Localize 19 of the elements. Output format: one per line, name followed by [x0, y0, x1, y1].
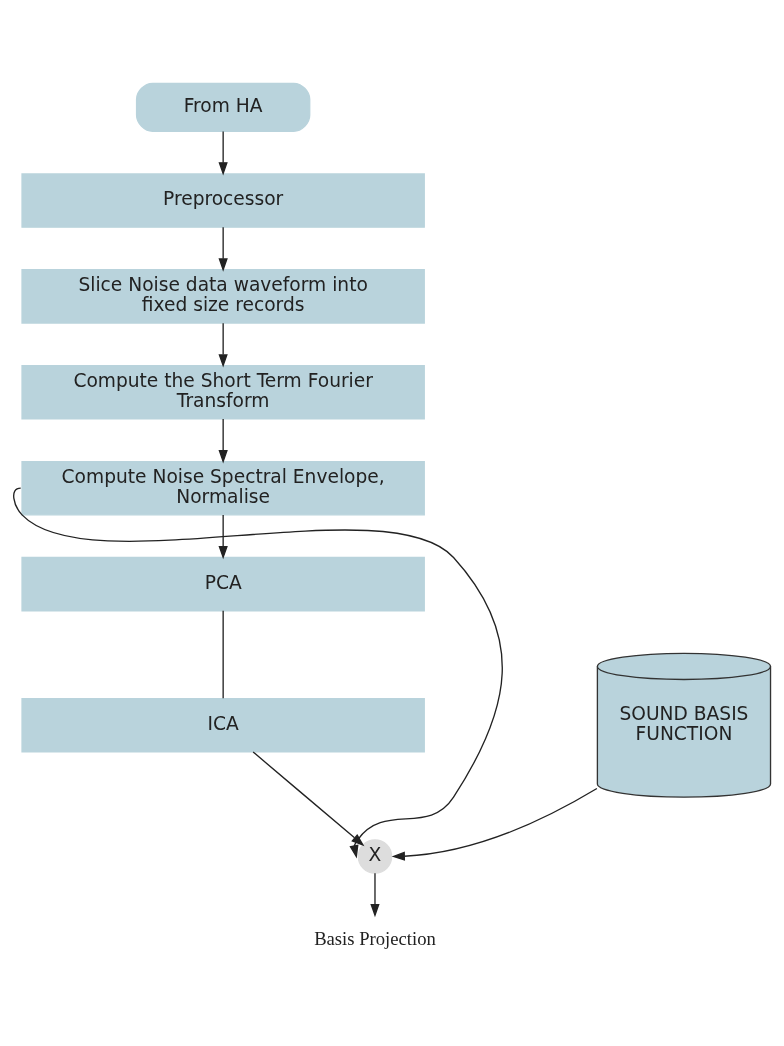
arrow: [370, 872, 380, 917]
arrow: [218, 417, 228, 463]
node-box: Compute Noise Spectral Envelope, Normalise: [21, 460, 425, 515]
arrow: [391, 787, 598, 861]
node-box: Preprocessor: [21, 172, 425, 228]
node-box: Compute the Short Term Fourier Transform: [21, 364, 425, 420]
arrow: [218, 130, 228, 175]
arrow: [13, 487, 503, 858]
node-circle: X: [357, 838, 393, 874]
arrow: [218, 322, 228, 368]
node-box: PCA: [21, 556, 425, 611]
arrow: [218, 513, 228, 559]
arrow: [218, 226, 228, 272]
node-text: Basis Projection: [314, 927, 436, 949]
node-box: ICA: [21, 697, 425, 753]
connector: [222, 609, 224, 699]
arrow: [252, 750, 365, 846]
node-box: From HA: [135, 82, 311, 132]
node-box: Slice Noise data waveform into fixed size records: [21, 268, 425, 324]
